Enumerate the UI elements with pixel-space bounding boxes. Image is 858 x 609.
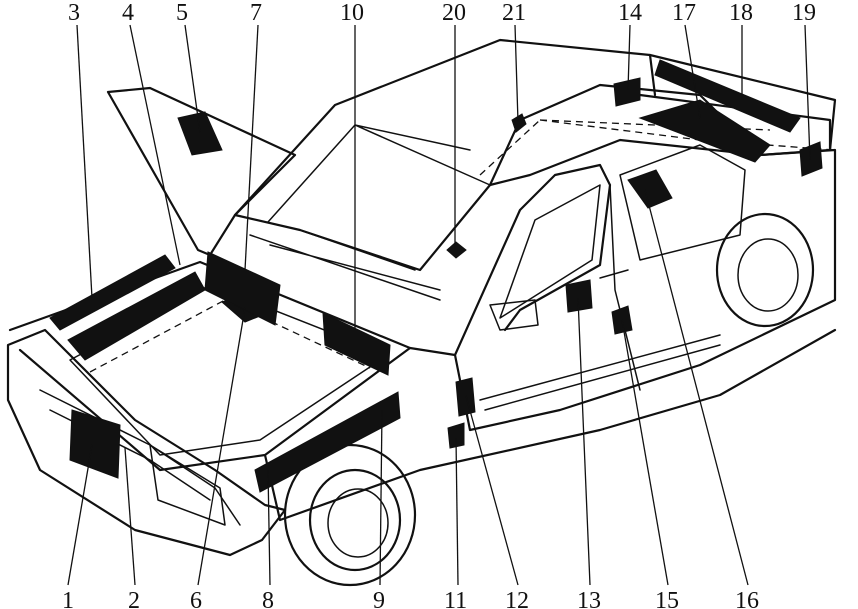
side-moulding	[479, 334, 721, 411]
side-mirror	[489, 299, 539, 331]
pad-18	[654, 59, 801, 133]
a-pillar	[453, 163, 612, 357]
headlight-frame	[149, 444, 226, 526]
pad-5	[177, 111, 223, 156]
label-18: 18	[729, 0, 753, 26]
pad-1	[69, 409, 121, 479]
label-11: 11	[444, 588, 467, 609]
pad-20	[446, 241, 467, 259]
leader-lines	[67, 24, 811, 586]
label-21: 21	[502, 0, 526, 26]
label-9: 9	[373, 588, 385, 609]
front-bumper	[6, 328, 287, 557]
front-door-window	[499, 184, 601, 319]
pad-11	[447, 422, 465, 449]
engine-bay-rim	[8, 260, 412, 472]
label-15: 15	[655, 588, 679, 609]
label-20: 20	[442, 0, 466, 26]
label-1: 1	[62, 588, 74, 609]
label-10: 10	[340, 0, 364, 26]
sill	[263, 328, 837, 522]
label-3: 3	[68, 0, 80, 26]
label-2: 2	[128, 588, 140, 609]
label-6: 6	[190, 588, 202, 609]
pad-13	[565, 279, 593, 313]
pad-10	[322, 312, 391, 376]
label-12: 12	[505, 588, 529, 609]
rear-door-window	[619, 144, 746, 261]
label-16: 16	[735, 588, 759, 609]
pad-19	[799, 141, 823, 177]
front-wheel	[283, 443, 417, 587]
label-7: 7	[250, 0, 262, 26]
pad-21	[511, 113, 527, 133]
pad-3	[49, 254, 176, 331]
rear-wheel	[715, 212, 815, 328]
label-17: 17	[672, 0, 696, 26]
pad-14	[613, 77, 641, 107]
engine-bay-dashed	[89, 299, 371, 373]
pad-7	[204, 251, 281, 326]
door-split	[609, 184, 641, 391]
pad-17	[638, 99, 771, 163]
label-5: 5	[176, 0, 188, 26]
pad-12	[455, 377, 476, 417]
pad-16	[627, 169, 673, 209]
label-19: 19	[792, 0, 816, 26]
label-14: 14	[618, 0, 642, 26]
label-13: 13	[577, 588, 601, 609]
callout-labels: 1 2 3 4 5 6 7 8 9 10 11 12 13 14 15 16 1…	[62, 0, 816, 609]
windshield-inner	[267, 124, 491, 223]
label-8: 8	[262, 588, 274, 609]
door-handle	[599, 269, 629, 279]
pad-8	[254, 391, 401, 493]
insulation-pads	[49, 59, 823, 493]
label-4: 4	[122, 0, 134, 26]
